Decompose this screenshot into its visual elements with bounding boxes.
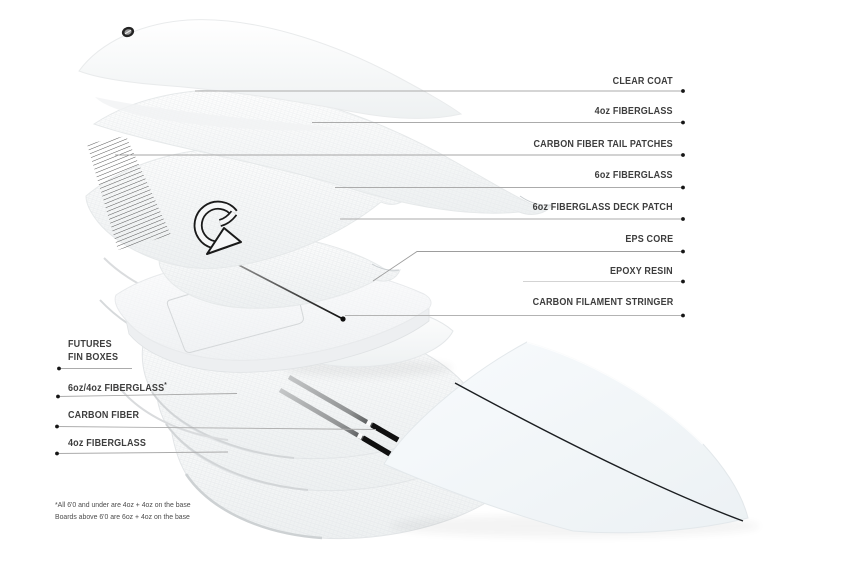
label-4oz-fiberglass-base: 4oz FIBERGLASS (68, 438, 147, 449)
label-carbon-tail-patches: CARBON FIBER TAIL PATCHES (533, 139, 673, 150)
label-carbon-stringer: CARBON FILAMENT STRINGER (532, 297, 673, 308)
label-clear-coat: CLEAR COAT (612, 76, 673, 87)
label-6oz-deck-patch: 6oz FIBERGLASS DECK PATCH (532, 202, 673, 213)
clear-coat-layer (78, 19, 463, 131)
nose-section (383, 341, 760, 537)
label-futures-line1: FUTURES (68, 339, 112, 350)
footnote-line1: *All 6'0 and under are 4oz + 4oz on the … (55, 500, 191, 509)
footnote-asterisk: * (164, 382, 167, 389)
label-futures-line2: FIN BOXES (68, 351, 119, 363)
torq-logo-icon (193, 200, 242, 255)
footnote: *All 6'0 and under are 4oz + 4oz on the … (55, 499, 191, 523)
carbon-fiber-stripes (278, 375, 400, 457)
label-epoxy-resin: EPOXY RESIN (610, 266, 673, 277)
footnote-line2: Boards above 6'0 are 6oz + 4oz on the ba… (55, 512, 190, 521)
leader-dots (55, 89, 685, 456)
nose-stringer-line (454, 382, 744, 522)
deck-patch-layer (158, 233, 401, 309)
bottom-rail-edge (184, 473, 323, 540)
leash-plug-icon (121, 26, 135, 38)
label-carbon-fiber: CARBON FIBER (68, 410, 140, 421)
label-6oz-4oz-fiberglass: 6oz/4oz FIBERGLASS* (68, 382, 167, 394)
leader-lines (55, 89, 685, 456)
label-4oz-fiberglass: 4oz FIBERGLASS (594, 106, 673, 117)
label-futures-fin-boxes: FUTURES FIN BOXES (68, 339, 118, 364)
fiberglass-4oz-layer (93, 89, 553, 215)
label-eps-core: EPS CORE (625, 234, 673, 245)
label-6oz-fiberglass: 6oz FIBERGLASS (594, 170, 673, 181)
